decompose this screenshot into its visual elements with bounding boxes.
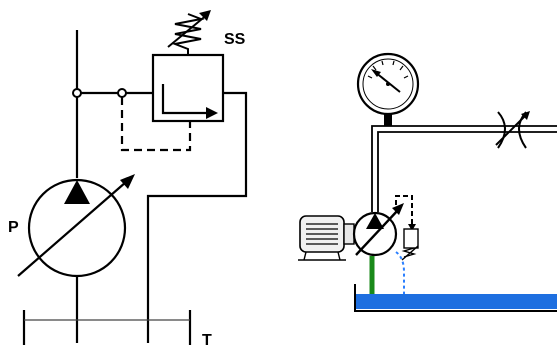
junction-dot-main (72, 88, 82, 98)
pilot-line-dashed-pictorial (395, 195, 413, 224)
schematic-diagram (17, 10, 248, 345)
pressure-gauge-icon (356, 52, 420, 126)
adjustable-throttle-valve-icon (495, 111, 530, 149)
tank-label: T (202, 332, 212, 349)
adjustable-spring-icon (167, 10, 211, 55)
relief-valve-label: SS (224, 31, 246, 48)
reservoir-icon (354, 284, 557, 312)
pilot-line-dashed (120, 97, 192, 152)
pressure-pipe (371, 125, 557, 212)
return-line (146, 91, 248, 343)
pictorial-diagram (298, 52, 557, 312)
junction-dot-pilot (117, 88, 127, 98)
electric-motor-icon (298, 215, 355, 261)
small-relief-valve-icon (401, 224, 419, 261)
tank-icon (22, 310, 192, 345)
variable-displacement-pump-icon (17, 174, 135, 278)
pump-label: P (8, 219, 19, 236)
pressure-relief-valve-icon (151, 53, 225, 123)
variable-pump-icon (352, 203, 404, 257)
drain-line (395, 251, 405, 296)
